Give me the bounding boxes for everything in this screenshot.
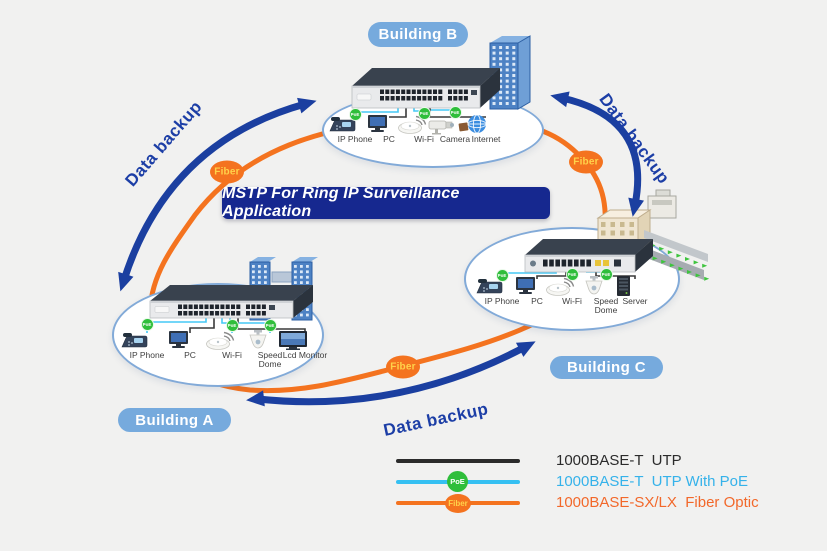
building-b-pill: Building B <box>368 22 468 47</box>
data-backup-label: Data backup <box>121 97 206 191</box>
data-backup-label: Data backup <box>381 399 491 440</box>
legend-label-utp: 1000BASE-T UTP <box>556 452 682 469</box>
title-banner: MSTP For Ring IP Surveillance Applicatio… <box>222 185 550 220</box>
arrowhead <box>550 91 570 108</box>
arrowhead <box>118 271 134 292</box>
legend-label-poe: 1000BASE-T UTP With PoE <box>556 473 749 490</box>
cluster-ellipse-building-b <box>322 92 544 168</box>
legend-poe-badge: PoE <box>447 471 468 492</box>
legend-fiber-badge: Fiber <box>445 494 471 513</box>
building-c-pill: Building C <box>550 356 663 379</box>
cluster-ellipse-building-a <box>112 283 324 387</box>
cluster-ellipse-building-c <box>464 227 680 331</box>
fiber-badge: Fiber <box>569 150 603 174</box>
legend-line-utp <box>396 459 520 463</box>
arrowhead <box>628 197 645 217</box>
building-a-pill: Building A <box>118 408 231 432</box>
arrowhead <box>246 390 265 407</box>
fiber-badge: Fiber <box>210 160 244 184</box>
legend-label-fiber: 1000BASE-SX/LX Fiber Optic <box>556 494 759 511</box>
fiber-badge: Fiber <box>386 355 420 379</box>
arrowhead <box>297 97 317 114</box>
data-backup-label: Data backup <box>595 90 674 188</box>
arrowhead <box>515 341 536 357</box>
